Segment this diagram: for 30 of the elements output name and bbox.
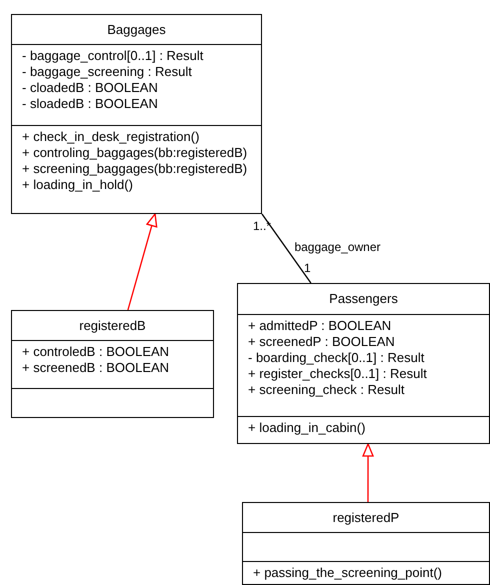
class-box (11, 310, 214, 418)
member-text: - sloadedB : BOOLEAN (22, 96, 158, 112)
member-text: + screenedP : BOOLEAN (248, 334, 395, 350)
association-line (261, 214, 312, 284)
member-text: - baggage_screening : Result (22, 64, 192, 80)
member-text: + controledB : BOOLEAN (22, 344, 170, 360)
generalization-arrow (362, 443, 374, 502)
member-text: + check_in_desk_registration() (22, 129, 200, 145)
edge-label: baggage_owner (294, 240, 381, 254)
class-name: Passengers (328, 291, 399, 306)
multiplicity-label: 1 (304, 262, 311, 275)
class-box (242, 502, 490, 585)
member-text: + loading_in_cabin() (248, 420, 366, 436)
member-text: - baggage_control[0..1] : Result (22, 48, 204, 64)
member-text: + loading_in_hold() (22, 177, 133, 193)
class-name: registeredB (78, 318, 147, 333)
class-box (237, 283, 490, 444)
member-text: - cloadedB : BOOLEAN (22, 80, 158, 96)
class-name: Baggages (106, 22, 167, 37)
generalization-arrow (127, 213, 158, 310)
class-name: registeredP (332, 510, 400, 525)
member-text: + screening_baggages(bb:registeredB) (22, 161, 248, 177)
member-text: + admittedP : BOOLEAN (248, 318, 392, 334)
member-text: + passing_the_screening_point() (253, 565, 442, 581)
member-text: - boarding_check[0..1] : Result (248, 350, 424, 366)
member-text: + screening_check : Result (248, 382, 404, 398)
member-text: + register_checks[0..1] : Result (248, 366, 427, 382)
member-text: + controling_baggages(bb:registeredB) (22, 145, 248, 161)
class-box (11, 14, 262, 214)
member-text: + screenedB : BOOLEAN (22, 360, 170, 376)
